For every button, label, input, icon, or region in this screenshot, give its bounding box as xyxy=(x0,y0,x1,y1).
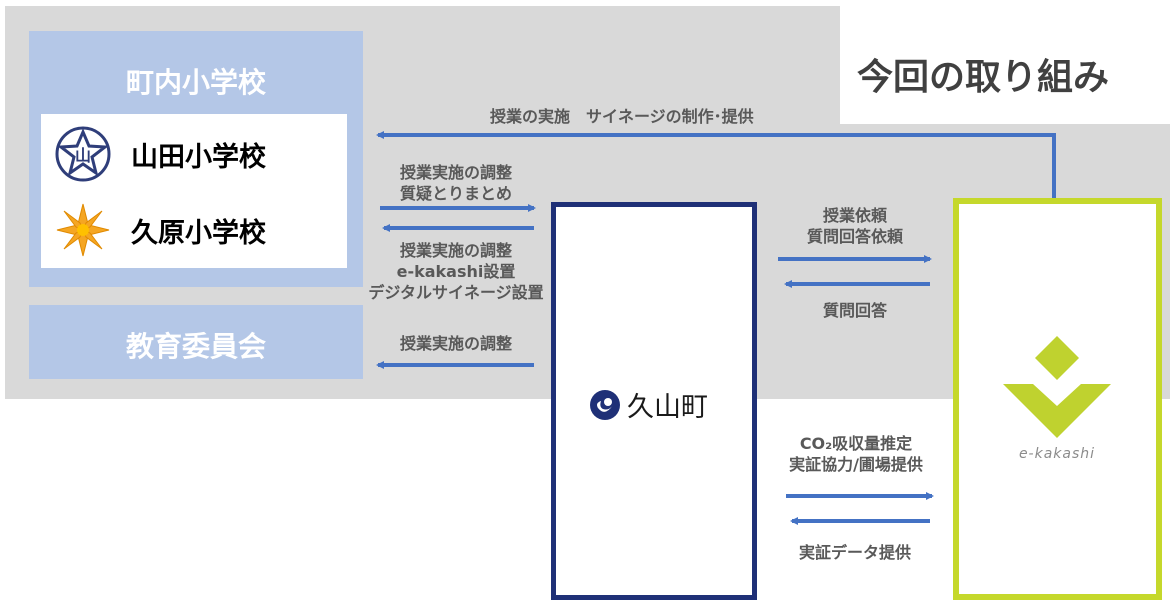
label-to-schools: 授業実施の調整 質疑とりまとめ xyxy=(370,162,542,204)
label-to-schools-line1: 授業実施の調整 xyxy=(399,163,512,182)
company-logo: e-kakashi xyxy=(997,334,1117,462)
label-answer: 質問回答 xyxy=(822,301,887,320)
school-name-kubara: 久原小学校 xyxy=(131,217,266,249)
label-request: 授業依頼 質問回答依頼 xyxy=(770,205,940,247)
label-from-schools-line1: 授業実施の調整 xyxy=(399,241,512,260)
school-item-yamada: 山 山田小学校 xyxy=(55,124,266,184)
school-item-kubara: 久原小学校 xyxy=(55,200,266,260)
page-title: 今回の取り組み xyxy=(857,57,1110,98)
label-co2: CO₂吸収量推定 実証協力/圃場提供 xyxy=(758,433,954,475)
company-box: e-kakashi xyxy=(953,198,1162,600)
label-request-line2: 質問回答依頼 xyxy=(806,227,903,246)
kuyama-town-logo-icon xyxy=(589,389,621,421)
town-logo: 久山町 xyxy=(589,385,708,424)
label-from-schools-line2: e-kakashi設置 xyxy=(396,262,516,281)
town-name: 久山町 xyxy=(627,392,708,423)
town-box: 久山町 xyxy=(551,202,757,600)
label-top-arrow: 授業の実施 サイネージの制作･提供 xyxy=(490,107,754,126)
board-of-education-title: 教育委員会 xyxy=(125,330,266,363)
label-from-schools-line3: デジタルサイネージ設置 xyxy=(368,283,544,302)
label-from-schools: 授業実施の調整 e-kakashi設置 デジタルサイネージ設置 xyxy=(362,240,550,303)
e-kakashi-logo-icon xyxy=(997,334,1117,444)
school-name-yamada: 山田小学校 xyxy=(131,141,266,173)
label-to-schools-line2: 質疑とりまとめ xyxy=(399,184,512,203)
kubara-school-emblem-icon xyxy=(55,202,111,258)
schools-group-panel: 町内小学校 山 山田小学校 xyxy=(29,31,363,287)
label-request-line1: 授業依頼 xyxy=(822,206,887,225)
board-of-education-panel: 教育委員会 xyxy=(29,305,363,379)
schools-group-title: 町内小学校 xyxy=(125,66,266,99)
label-co2-line2: 実証協力/圃場提供 xyxy=(789,455,923,474)
label-board-arrow: 授業実施の調整 xyxy=(399,334,512,353)
label-co2-line1: CO₂吸収量推定 xyxy=(799,434,913,453)
schools-list: 山 山田小学校 xyxy=(41,114,347,268)
company-name: e-kakashi xyxy=(1018,446,1096,462)
arrow-ekakashi-to-schools xyxy=(376,131,1056,198)
yamada-school-emblem-icon: 山 xyxy=(55,126,111,182)
label-data: 実証データ提供 xyxy=(798,543,911,562)
svg-text:山: 山 xyxy=(75,146,91,165)
